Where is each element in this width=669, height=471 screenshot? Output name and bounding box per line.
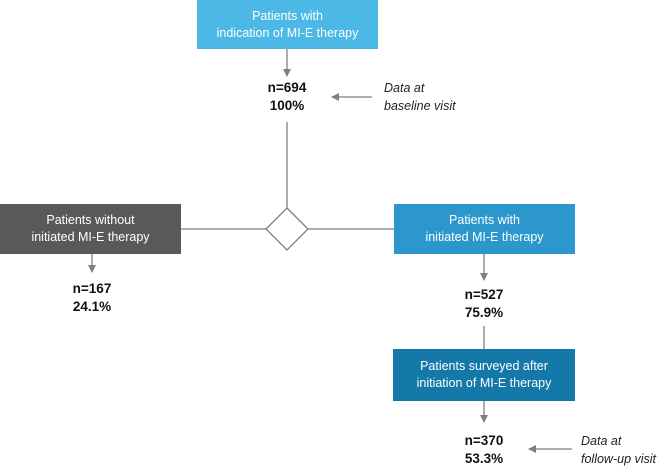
baseline-note-line1: Data at bbox=[384, 81, 425, 95]
indication-box: Patients with indication of MI-E therapy bbox=[197, 0, 378, 49]
followup-note: Data at follow-up visit bbox=[581, 432, 656, 468]
with-line1: Patients with bbox=[449, 213, 520, 227]
without-stat: n=167 24.1% bbox=[52, 280, 132, 316]
followup-note-line1: Data at bbox=[581, 434, 622, 448]
surveyed-box: Patients surveyed after initiation of MI… bbox=[393, 349, 575, 401]
without-box: Patients without initiated MI-E therapy bbox=[0, 204, 181, 254]
followup-pct: 53.3% bbox=[464, 451, 504, 466]
followup-note-line2: follow-up visit bbox=[581, 452, 657, 466]
with-box: Patients with initiated MI-E therapy bbox=[394, 204, 575, 254]
followup-stat: n=370 53.3% bbox=[444, 432, 524, 468]
without-pct: 24.1% bbox=[72, 299, 112, 314]
with-line2: initiated MI-E therapy bbox=[425, 230, 544, 244]
without-line2: initiated MI-E therapy bbox=[31, 230, 150, 244]
followup-n: n=370 bbox=[464, 433, 504, 448]
with-pct: 75.9% bbox=[464, 305, 504, 320]
baseline-note-line2: baseline visit bbox=[384, 99, 456, 113]
baseline-note: Data at baseline visit bbox=[384, 79, 456, 115]
indication-line1: Patients with bbox=[252, 8, 323, 23]
baseline-stat: n=694 100% bbox=[247, 79, 327, 115]
surveyed-line1: Patients surveyed after bbox=[420, 359, 548, 373]
surveyed-line2: initiation of MI-E therapy bbox=[416, 376, 552, 390]
with-stat: n=527 75.9% bbox=[444, 286, 524, 322]
without-n: n=167 bbox=[72, 281, 112, 296]
indication-line2: indication of MI-E therapy bbox=[216, 25, 359, 40]
diamond-icon bbox=[265, 207, 309, 251]
with-n: n=527 bbox=[464, 287, 504, 302]
baseline-n: n=694 bbox=[267, 80, 307, 95]
without-line1: Patients without bbox=[46, 213, 135, 227]
baseline-pct: 100% bbox=[269, 98, 305, 113]
